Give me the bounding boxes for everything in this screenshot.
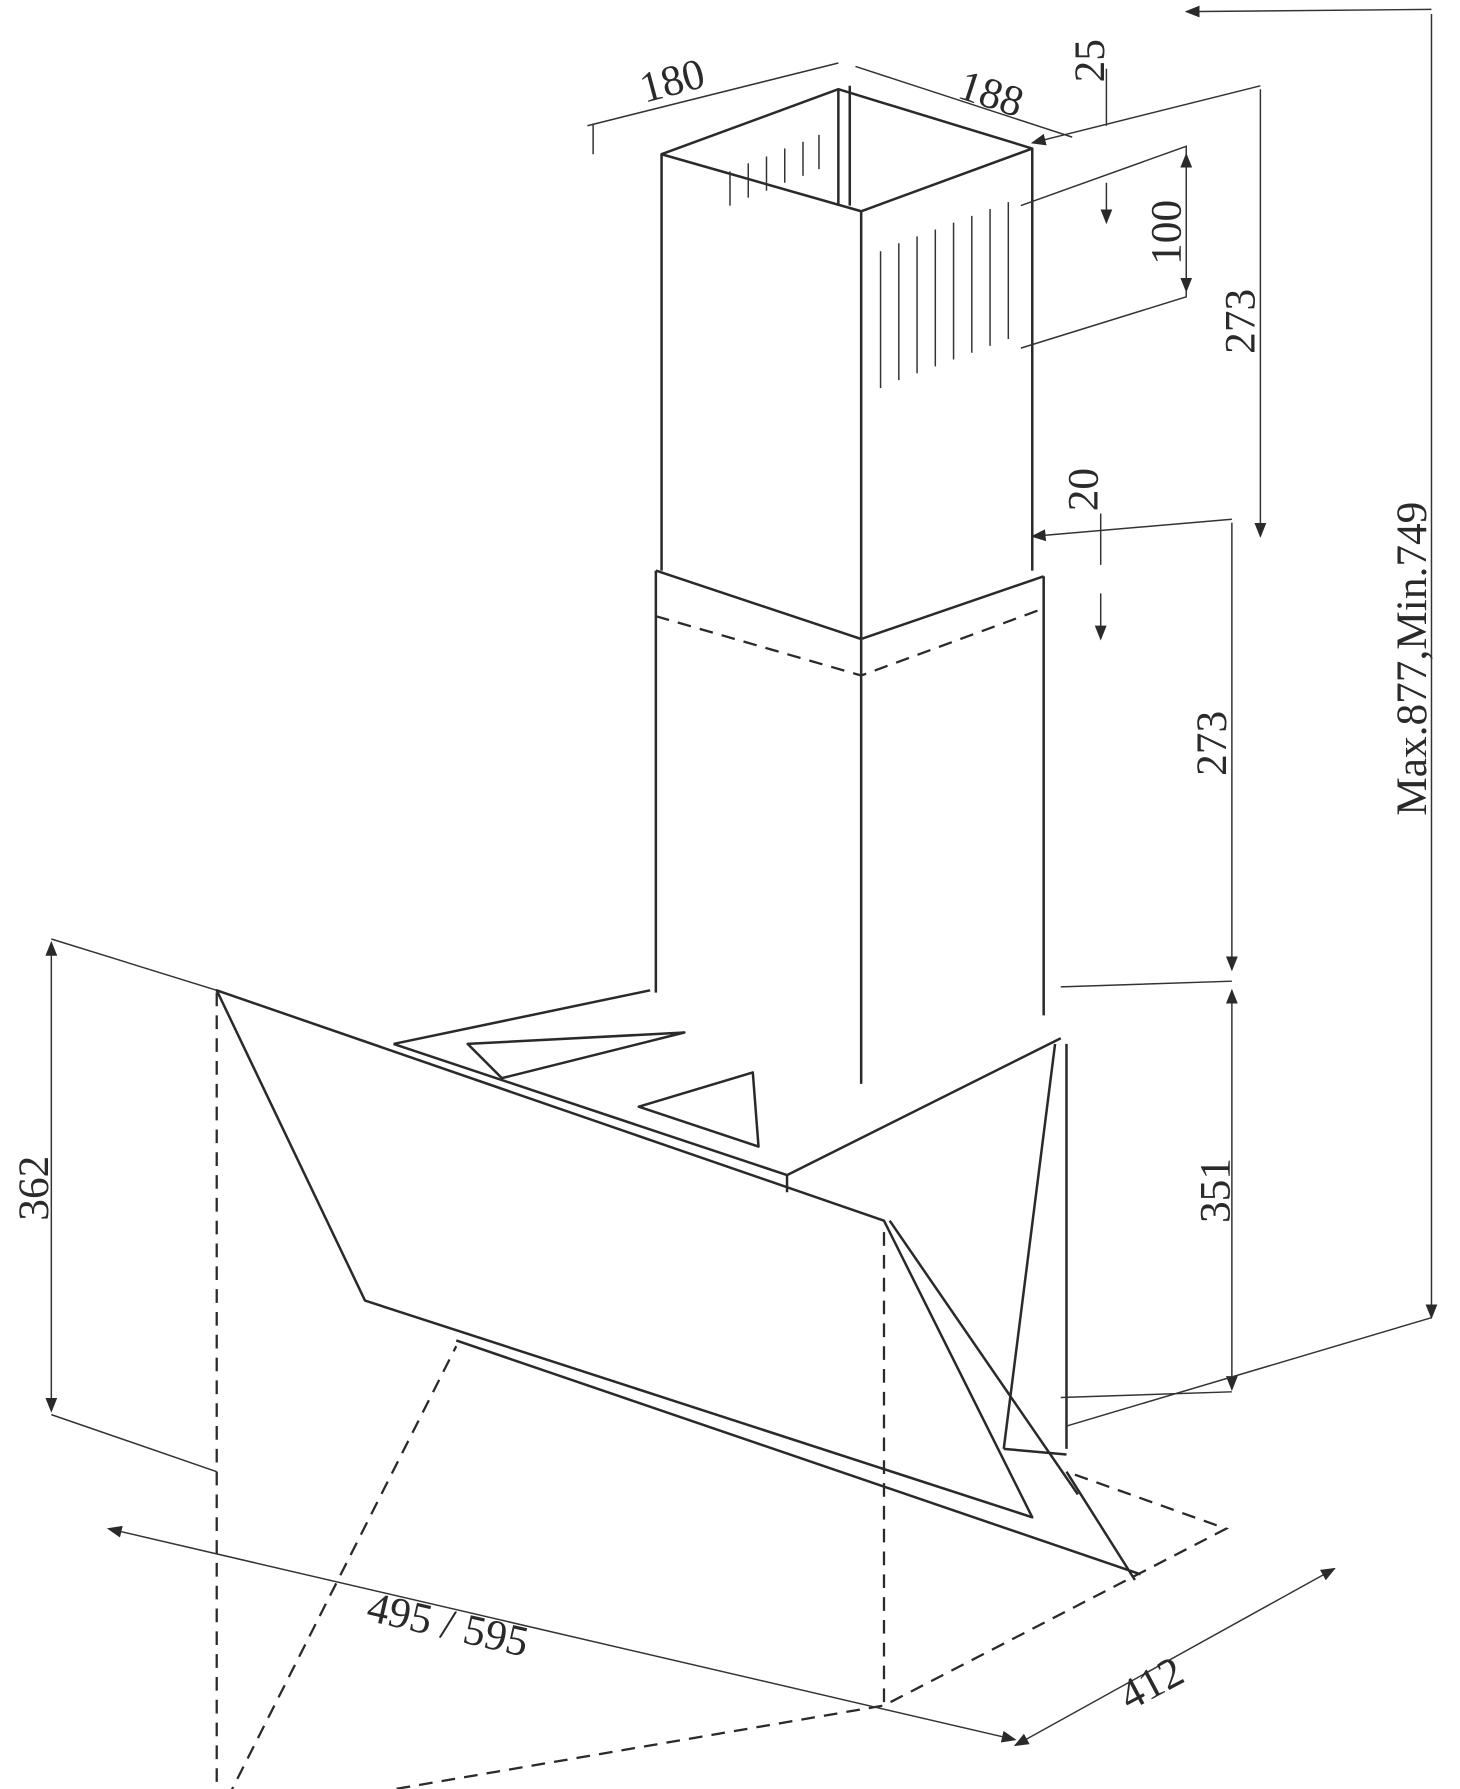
dim-100: 100: [1143, 200, 1191, 265]
dim-20: 20: [1059, 468, 1107, 511]
lower-chimney: [654, 569, 1045, 1084]
dim-180: 180: [635, 49, 710, 112]
dim-351: 351: [1192, 1158, 1240, 1223]
dim-273-upper: 273: [1217, 289, 1265, 354]
dimension-lines: [45, 9, 1431, 1747]
upper-chimney: [660, 85, 1034, 639]
hood-body: [215, 989, 1142, 1581]
dim-188: 188: [953, 61, 1030, 127]
dim-width: 495 / 595: [363, 1583, 533, 1667]
vent-slots: [729, 134, 1010, 389]
hidden-lines: [215, 992, 1230, 1789]
dim-25: 25: [1066, 39, 1114, 82]
dim-362: 362: [10, 1156, 58, 1221]
dim-273-lower: 273: [1188, 711, 1236, 776]
dim-total-height: Max.877,Min.749: [1388, 502, 1436, 816]
dim-412: 412: [1111, 1647, 1191, 1720]
